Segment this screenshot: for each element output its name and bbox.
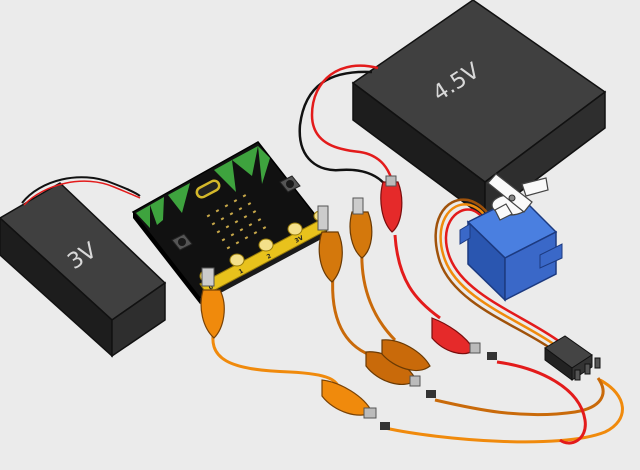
pin-2-pad[interactable] [258,238,274,252]
servo-motor [459,173,563,302]
orange-clip-3v[interactable] [349,197,373,259]
servo-cable-red [444,208,561,344]
battery-3v-red-wire [23,180,141,206]
servo-cable-brown [434,198,551,350]
pin-1-pad[interactable] [229,253,245,267]
red-clip-1[interactable] [380,175,403,233]
battery-3v-black-wire [21,176,141,204]
pin-label-1: 1 [238,268,245,276]
brown-wire-gnd-2 [360,247,397,342]
brown-clip-2[interactable] [381,339,436,398]
pin-label-2: 2 [266,253,273,261]
battery-4-5v: 4.5V [351,0,607,220]
orange-wire-signal [384,378,624,444]
brown-wire-gnd-1 [331,274,371,357]
microbit-board: 0 1 2 3V [131,141,329,304]
battery-3v: 3V [0,182,167,358]
button-b[interactable] [279,175,301,193]
pin-label-3v: 3V [294,234,305,244]
orange-wire-pin0 [211,324,342,393]
pin-3v-pad[interactable] [287,222,303,236]
brown-wire-servo [434,377,605,417]
orange-clip-signal[interactable] [321,379,390,430]
orange-clip-pin0[interactable] [200,267,225,339]
orange-clip-gnd[interactable] [317,205,343,283]
led-matrix [206,194,267,250]
button-a[interactable] [171,233,193,251]
servo-cable [439,203,556,347]
pin-label-0: 0 [208,284,215,292]
red-wire-servo-2 [496,360,587,445]
red-wire-servo [393,234,441,320]
touch-logo[interactable] [195,179,221,199]
servo-connector [544,335,601,381]
battery-4-5v-red-wire [310,64,394,181]
red-clip-2[interactable] [431,317,497,360]
